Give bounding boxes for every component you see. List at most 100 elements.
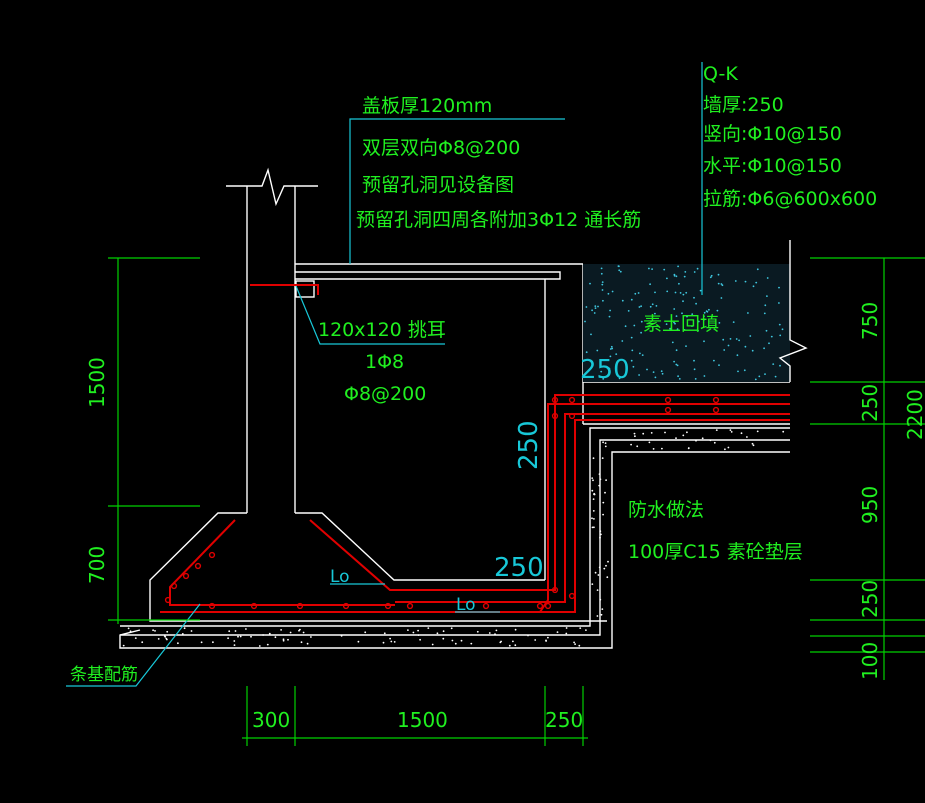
- dim-left-700: 700: [85, 546, 109, 584]
- strip-footing-right: [295, 512, 545, 581]
- speckle-dot: [611, 347, 614, 350]
- speckle-dot: [716, 309, 719, 312]
- speckle-dot: [631, 349, 634, 352]
- cushion-layer: [119, 451, 790, 649]
- cover-leader: [349, 118, 565, 264]
- speckle-dot: [233, 640, 236, 642]
- speckle-dot: [729, 338, 732, 340]
- speckle-dot: [565, 632, 568, 635]
- wall-rebar-outer-2: [400, 419, 790, 613]
- speckle-dot: [250, 635, 252, 638]
- dim-bottom-1500: 1500: [397, 708, 448, 732]
- speckle-dot: [383, 632, 386, 635]
- speckle-dot: [721, 284, 724, 287]
- speckle-dot: [598, 473, 601, 475]
- speckle-dot: [774, 375, 777, 378]
- speckle-dot: [584, 320, 586, 323]
- speckle-dot: [601, 289, 604, 291]
- speckle-dot: [681, 312, 683, 315]
- speckle-dot: [190, 630, 193, 632]
- speckle-dot: [763, 312, 766, 315]
- dim-right-250a: 250: [858, 384, 882, 422]
- rebar-section-dot: [250, 602, 258, 610]
- speckle-dot: [488, 632, 491, 634]
- soil-break: [778, 240, 808, 382]
- speckle-dot: [756, 268, 759, 271]
- speckle-dot: [431, 643, 434, 646]
- speckle-dot: [382, 641, 385, 644]
- speckle-dot: [302, 631, 305, 634]
- speckle-dot: [699, 289, 702, 292]
- speckle-dot: [747, 312, 749, 314]
- footing-leader: [66, 603, 201, 687]
- speckle-dot: [678, 282, 680, 285]
- speckle-dot: [274, 636, 277, 639]
- speckle-dot: [671, 341, 674, 344]
- speckle-dot: [300, 641, 303, 644]
- speckle-dot: [781, 328, 784, 331]
- speckle-dot: [754, 378, 757, 381]
- speckle-dot: [599, 598, 602, 601]
- speckle-dot: [632, 365, 635, 368]
- waterproof-note: 防水做法: [628, 499, 704, 521]
- speckle-dot: [258, 645, 261, 647]
- speckle-dot: [737, 370, 739, 373]
- speckle-dot: [364, 631, 367, 634]
- dim-inner-250-wall: 250: [514, 420, 544, 470]
- speckle-dot: [605, 479, 607, 481]
- speckle-dot: [450, 627, 453, 630]
- speckle-dot: [494, 633, 496, 635]
- speckle-dot: [683, 329, 686, 331]
- speckle-dot: [585, 306, 588, 308]
- speckle-dot: [756, 430, 759, 433]
- speckle-dot: [591, 489, 594, 492]
- speckle-dot: [675, 315, 678, 317]
- speckle-dot: [417, 629, 419, 632]
- speckle-dot: [590, 333, 592, 336]
- speckle-dot: [765, 329, 768, 332]
- speckle-dot: [183, 627, 186, 630]
- speckle-dot: [154, 630, 156, 632]
- speckle-dot: [730, 431, 733, 433]
- speckle-dot: [127, 627, 130, 630]
- speckle-dot: [705, 310, 708, 312]
- speckle-dot: [603, 567, 606, 570]
- speckle-dot: [693, 359, 695, 362]
- speckle-dot: [514, 644, 517, 647]
- speckle-dot: [630, 443, 632, 446]
- speckle-dot: [669, 327, 671, 330]
- speckle-dot: [512, 640, 514, 643]
- speckle-dot: [654, 312, 656, 315]
- speckle-dot: [717, 282, 720, 285]
- speckle-dot: [608, 367, 611, 370]
- speckle-dot: [663, 268, 666, 271]
- rebar-dots: [164, 396, 720, 610]
- speckle-dot: [676, 364, 679, 367]
- rebar-section-dot: [208, 602, 216, 610]
- cushion-note: 100厚C15 素砼垫层: [628, 541, 803, 563]
- speckle-dot: [634, 292, 637, 295]
- speckle-dot: [646, 368, 648, 371]
- speckle-dot: [778, 323, 781, 326]
- speckle-dot: [601, 283, 604, 286]
- speckle-dot: [686, 315, 688, 318]
- speckle-dot: [442, 637, 445, 640]
- speckle-dot: [683, 275, 686, 278]
- speckle-dot: [601, 457, 604, 459]
- rebar-section-dot: [544, 602, 552, 610]
- footing-rebar-top: [169, 519, 395, 606]
- speckle-dot: [678, 378, 681, 380]
- speckle-dot: [129, 630, 132, 633]
- strip-footing-note: 条基配筋: [70, 665, 138, 685]
- rebar-section-dot: [551, 412, 559, 420]
- speckle-dot: [763, 347, 765, 350]
- rebar-section-dot: [568, 592, 576, 600]
- speckle-dot: [720, 283, 723, 285]
- speckle-dot: [624, 325, 627, 328]
- speckle-dot: [592, 510, 595, 512]
- speckle-dot: [630, 336, 633, 339]
- speckle-dot: [654, 376, 657, 379]
- speckle-dot: [677, 375, 679, 378]
- speckle-dot: [442, 630, 445, 633]
